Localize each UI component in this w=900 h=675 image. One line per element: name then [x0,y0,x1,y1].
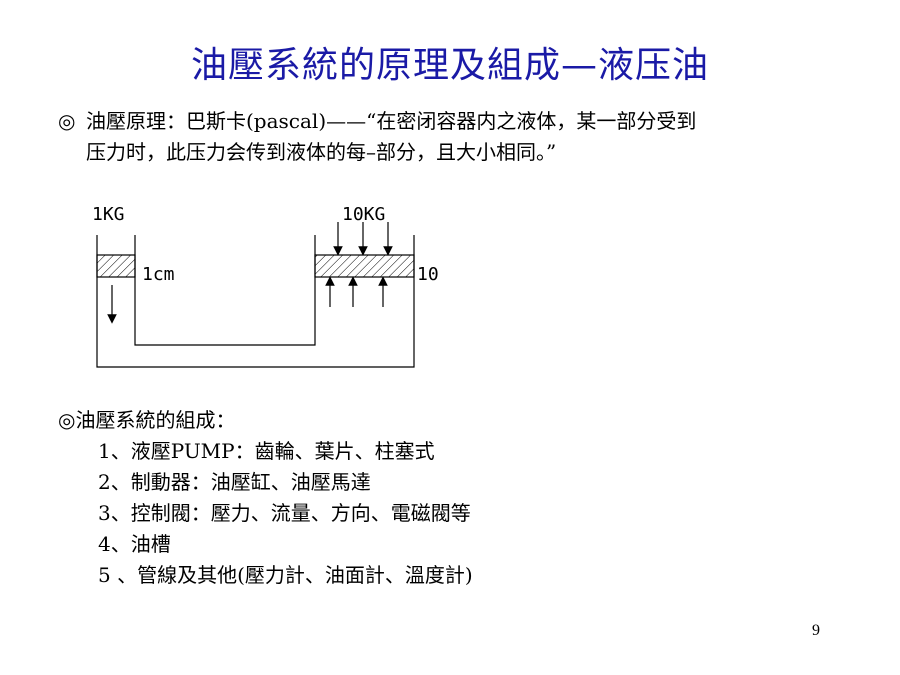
principle-line-2: 压力时，此压力会传到液体的每–部分，且大小相同。” [86,140,557,164]
bullet-symbol: ◎ [58,408,76,432]
slide-title: 油壓系統的原理及組成—液压油 [190,45,709,86]
left-cylinder-wall [96,235,415,368]
composition-heading-text: 油壓系統的組成： [75,408,236,432]
connecting-channel [134,235,316,346]
large-area-label: 10cm [417,264,440,285]
composition-section: ◎油壓系統的組成： 1、液壓PUMP：齒輪、葉片、柱塞式 2、制動器：油壓缸、油… [58,405,473,591]
list-item: 1、液壓PUMP：齒輪、葉片、柱塞式 [98,439,435,463]
small-piston [96,254,136,278]
left-weight-label: 1KG [92,204,125,225]
page-number: 9 [812,622,820,639]
pascal-diagram: 1KG 10KG 1cm 10cm [92,204,440,368]
composition-heading: ◎油壓系統的組成： [58,405,473,436]
small-area-label: 1cm [142,264,175,285]
composition-list: 1、液壓PUMP：齒輪、葉片、柱塞式 2、制動器：油壓缸、油壓馬達 3、控制閥：… [58,436,473,591]
large-piston [314,254,415,278]
list-item: 2、制動器：油壓缸、油壓馬達 [98,470,371,494]
list-item: 3、控制閥：壓力、流量、方向、電磁閥等 [98,501,471,525]
list-item: 4、油槽 [98,532,171,556]
right-weight-label: 10KG [342,204,385,225]
list-item: 5 、管線及其他(壓力計、油面計、溫度計) [98,563,473,587]
principle-line-1: 油壓原理：巴斯卡(pascal)——“在密闭容器内之液体，某一部分受到 [86,109,697,133]
bullet-symbol: ◎ [58,109,76,133]
